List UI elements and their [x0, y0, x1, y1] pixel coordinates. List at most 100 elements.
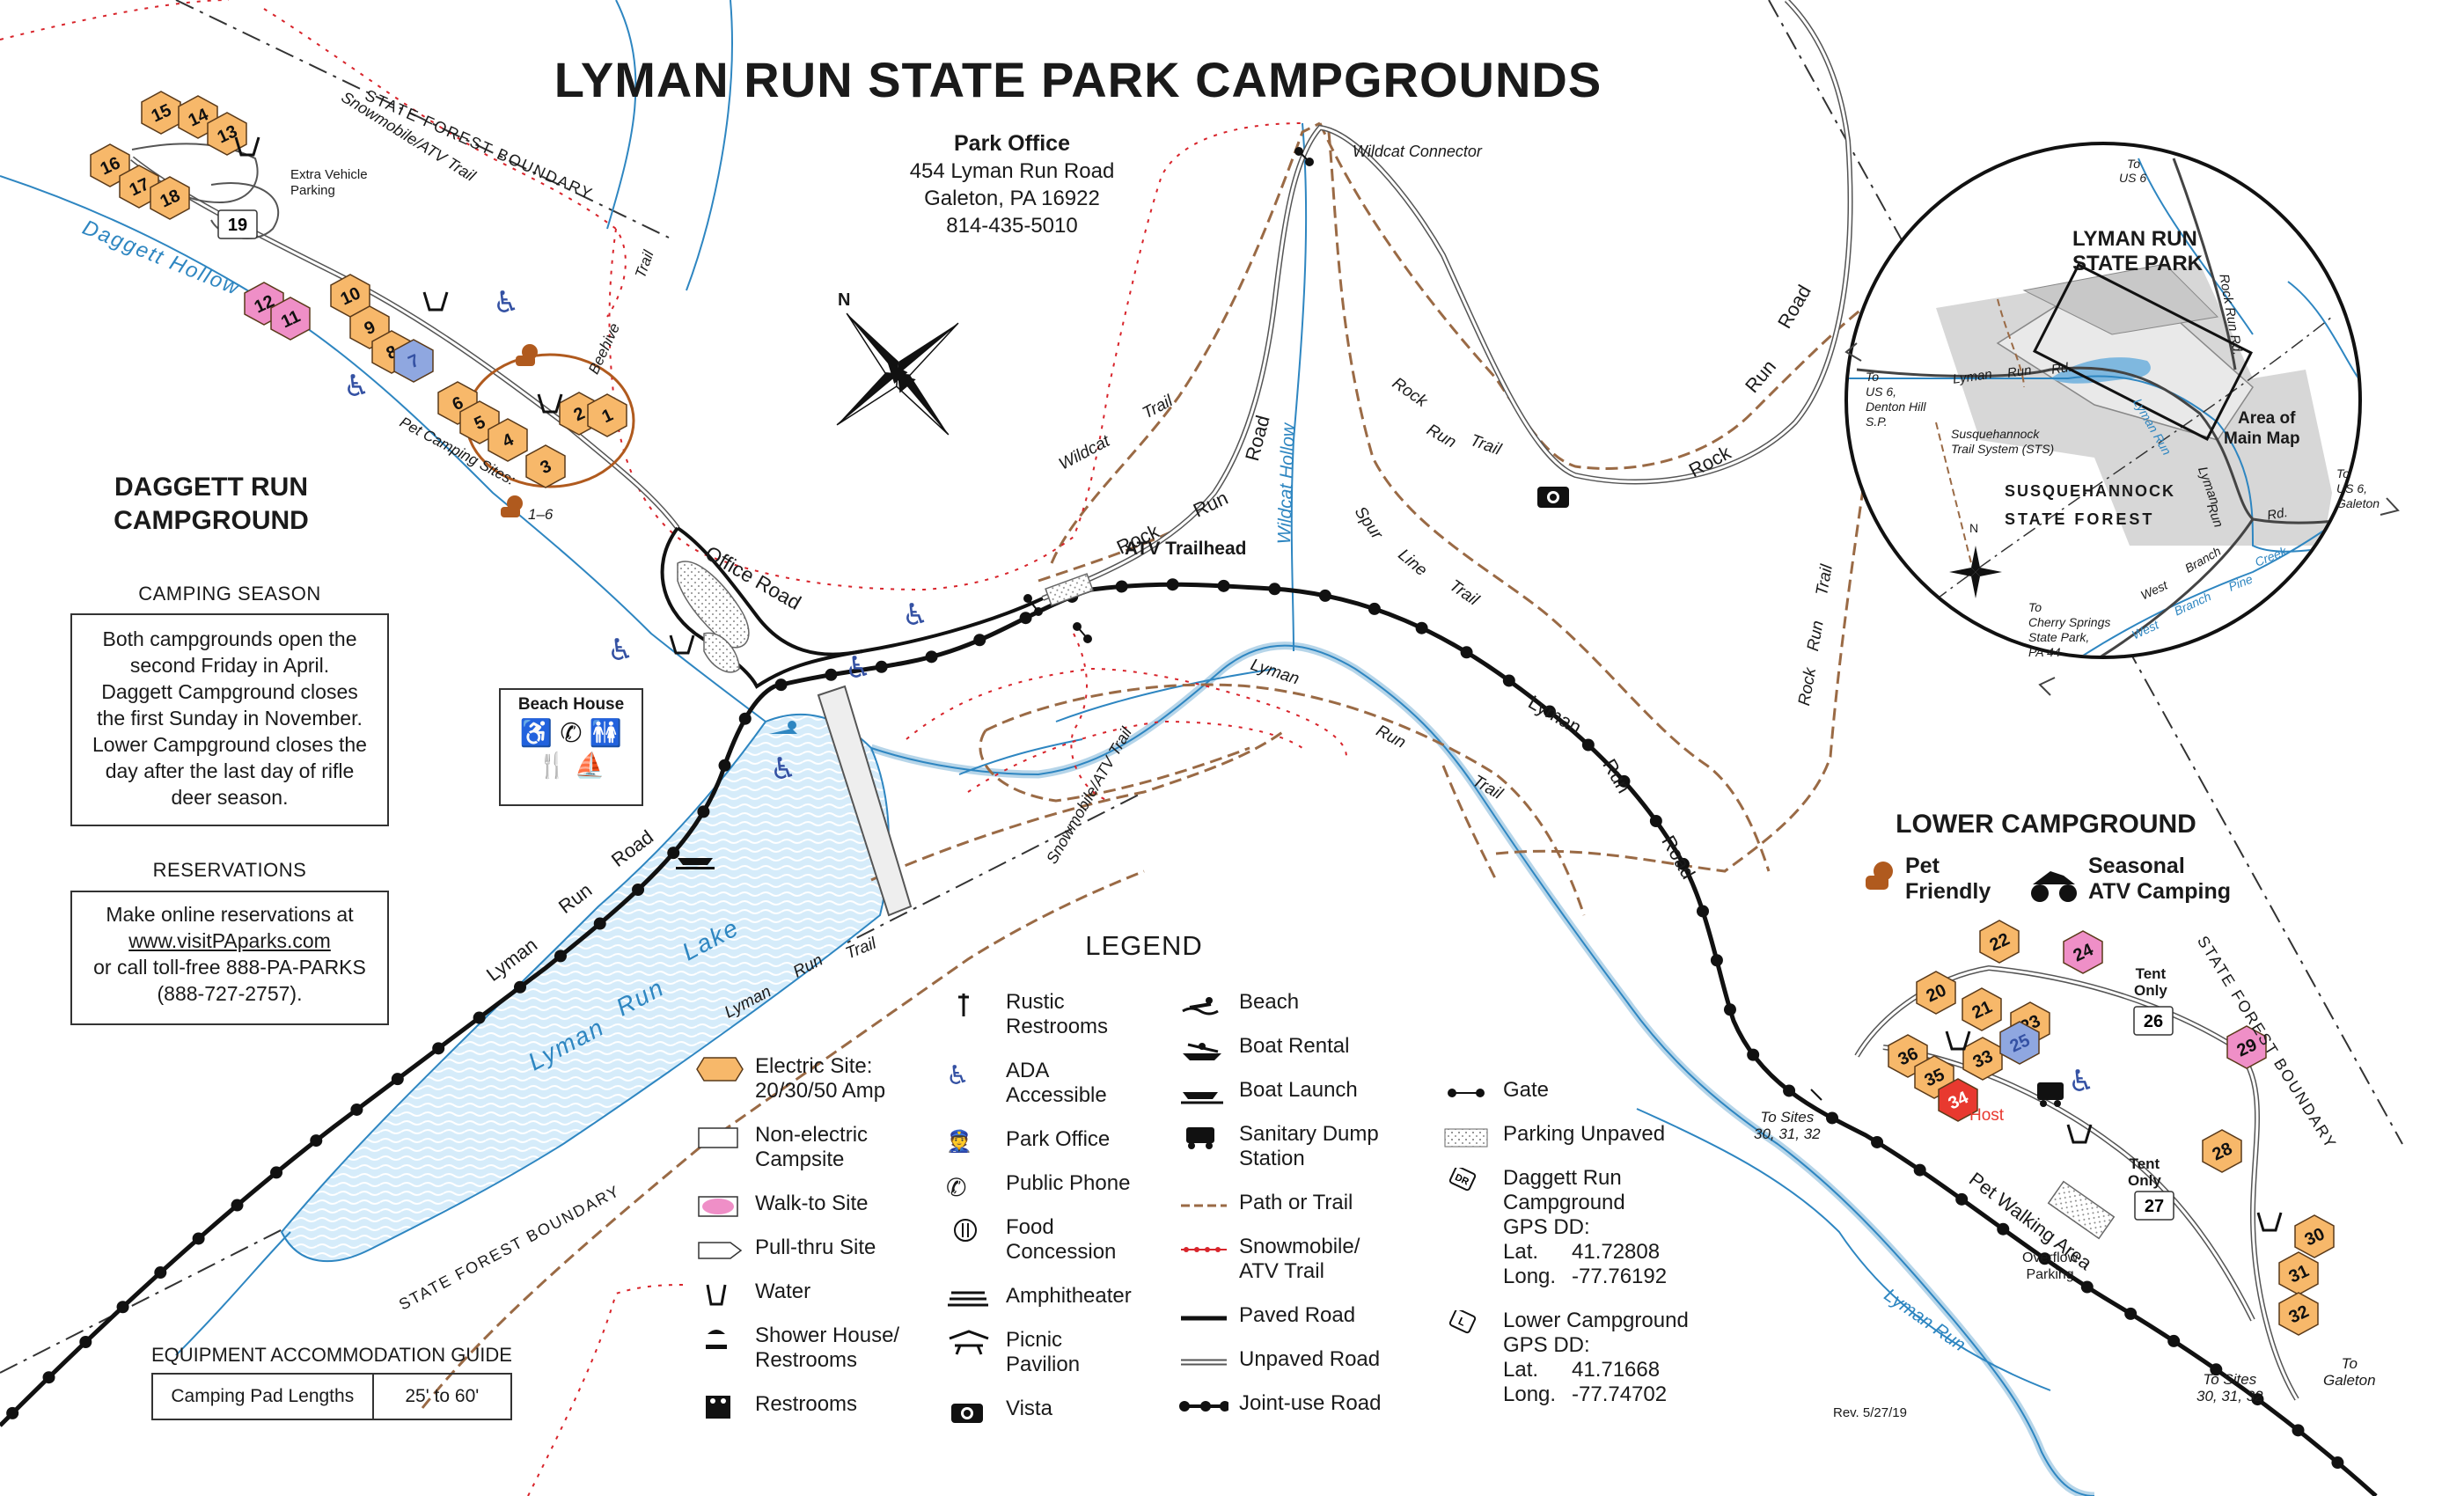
legend-entry-walkto-site: Walk-to Site	[755, 1192, 868, 1216]
park-office-phone: 814-435-5010	[946, 214, 1078, 238]
reservations-link[interactable]: www.visitPAparks.com	[128, 929, 331, 952]
reservations-line1: Make online reservations at	[106, 903, 354, 926]
electric-site-32: 32	[2278, 1292, 2319, 1336]
legend-entry-text: Restrooms	[755, 1348, 858, 1372]
road-dot	[632, 883, 645, 896]
svg-text:♿: ♿	[770, 752, 796, 787]
road-dot	[1318, 589, 1331, 602]
legend-entry-text: Sanitary Dump	[1239, 1122, 1379, 1146]
legend-entry-text: Shower House/	[755, 1324, 900, 1347]
inset-area-label: Main Map	[2224, 429, 2300, 448]
electric-site-22: 22	[1979, 920, 2020, 964]
legend-entry-text: Joint-use Road	[1239, 1391, 1382, 1415]
legend-entry-phone: Public Phone	[1006, 1171, 1130, 1196]
road-dot	[1871, 1135, 1884, 1148]
electric-site-3: 3	[525, 444, 566, 488]
restrooms-icon: 🚻	[589, 719, 623, 748]
legend-entry-text: GPS DD:	[1503, 1215, 1590, 1239]
electric-site-31: 31	[2278, 1251, 2319, 1295]
road-dot	[2251, 1393, 2264, 1406]
road-dot	[2038, 1252, 2051, 1265]
dump-station-icon	[2037, 1082, 2064, 1107]
overflow-line2: Parking	[2026, 1267, 2074, 1282]
legend-entry-vista: Vista	[1006, 1397, 1052, 1421]
lower-gps-icon: L	[1443, 1308, 1492, 1337]
beach-house-box: Beach House ♿ ✆ 🚻 🍴 ⛵	[499, 688, 643, 806]
daggett-campground-name: DAGGETT RUN CAMPGROUND	[88, 471, 334, 538]
road-dot	[1368, 602, 1381, 615]
extra-parking-line2: Parking	[290, 183, 335, 198]
daggett-name-line2: CAMPGROUND	[114, 506, 309, 535]
electric-site-33: 33	[1962, 1037, 2003, 1081]
legend-gps-row: Long.-77.74702	[1503, 1382, 1689, 1407]
boat-launch-icon	[676, 858, 715, 869]
jointuse-road-icon	[1179, 1393, 1230, 1419]
ada-icon: ♿	[519, 719, 554, 748]
inset-compass	[1949, 546, 2002, 598]
legend-entry-text: Boat Rental	[1239, 1034, 1350, 1058]
atv-trailhead-label: ATV Trailhead	[1125, 539, 1247, 559]
electric-site-20: 20	[1916, 971, 1956, 1015]
park-office-heading: Park Office	[953, 131, 1070, 156]
camping-season-line: second Friday in April.	[129, 654, 330, 677]
road-dot	[42, 1371, 55, 1384]
ada-icon: ♿	[946, 1060, 970, 1091]
water-icon	[695, 1281, 744, 1308]
beach-house-icons-row2: 🍴 ⛵	[501, 751, 642, 780]
ada-icon: ♿	[343, 369, 370, 404]
road-dot	[1913, 1163, 1926, 1177]
compass-north-label: N	[838, 290, 851, 310]
road-dot	[350, 1103, 363, 1116]
legend-entry-text: Water	[755, 1280, 811, 1303]
legend-entry-shower-house: Shower House/Restrooms	[755, 1324, 899, 1373]
electric-site-1: 1	[587, 393, 627, 437]
legend-entry-text: Park Office	[1006, 1127, 1111, 1151]
walkto-site-29: 29	[2226, 1025, 2267, 1069]
road-dot	[1217, 579, 1230, 592]
gps-label: Long.	[1503, 1382, 1557, 1406]
road-dot	[875, 660, 888, 673]
walkto-site-icon	[695, 1193, 744, 1220]
legend-entry-amphitheater: Amphitheater	[1006, 1284, 1132, 1309]
inset-to-us6-west-label: Denton Hill	[1866, 400, 1926, 414]
legend-entry-electric-site: Electric Site:20/30/50 Amp	[755, 1054, 885, 1104]
ada-site-7: 7	[393, 339, 434, 383]
nonelectric-site-19: 19	[217, 209, 258, 239]
paved-road-icon	[1179, 1305, 1228, 1331]
water-icon	[234, 136, 2283, 1232]
legend-entry-path-trail: Path or Trail	[1239, 1191, 1353, 1215]
boat-launch-icon	[1179, 1080, 1228, 1106]
legend-entry-text: Lower Campground	[1503, 1309, 1689, 1332]
gps-value: -77.76192	[1572, 1265, 1668, 1288]
beach-icon	[769, 721, 797, 734]
inset-to-us6-east-label: Galeton	[2336, 496, 2380, 510]
electric-site-30: 30	[2294, 1214, 2335, 1258]
inset-forest-label: SUSQUEHANNOCK	[2005, 482, 2176, 500]
tree-icon	[887, 362, 916, 393]
road-dot	[6, 1406, 19, 1419]
camping-season-line: Lower Campground closes the	[92, 733, 367, 756]
gps-value: 41.71668	[1572, 1358, 1661, 1382]
road-dot	[1826, 1111, 1839, 1125]
atv-icon	[2031, 871, 2077, 902]
legend-entry-text: Pull-thru Site	[755, 1236, 876, 1259]
parking-lots	[677, 561, 2116, 1240]
road-dot	[1460, 646, 1473, 659]
svg-text:♿: ♿	[2068, 1064, 2094, 1099]
electric-site-17: 17	[119, 165, 159, 209]
road-dot	[1710, 954, 1723, 967]
legend-entry-text: Vista	[1006, 1397, 1052, 1420]
road-dot	[79, 1335, 92, 1348]
to-sites-line1: To Sites	[2203, 1371, 2257, 1388]
legend-entry-text: Non-electric	[755, 1123, 869, 1147]
pullthru-site-icon	[695, 1237, 744, 1264]
road-dot	[1543, 705, 1556, 718]
joint-use-road	[0, 582, 2378, 1496]
legend-entry-text: Rustic	[1006, 990, 1065, 1014]
legend-entry-text: Walk-to Site	[755, 1192, 869, 1215]
electric-site-4: 4	[488, 418, 528, 462]
road-dot	[774, 678, 788, 692]
vista-icon	[946, 1398, 995, 1425]
